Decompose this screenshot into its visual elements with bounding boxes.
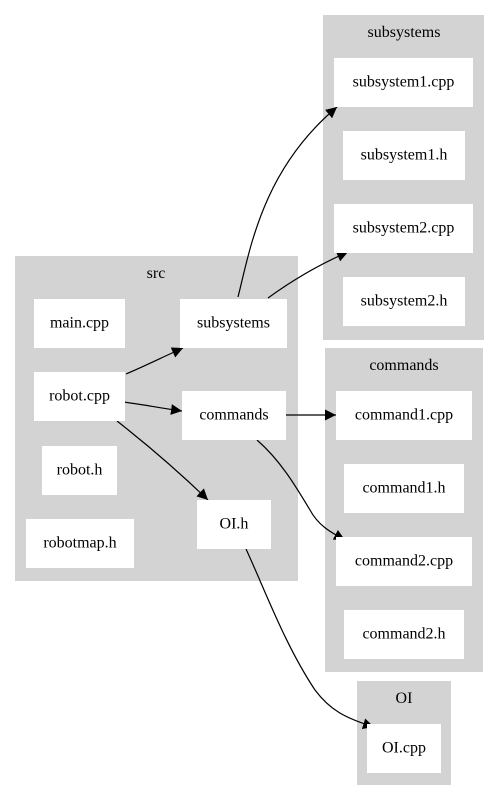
node-label: robot.cpp xyxy=(49,388,110,405)
node-subsystem2-h[interactable]: subsystem2.h xyxy=(343,277,465,326)
edge-oi-h-to-oi-cpp xyxy=(245,548,375,729)
edge-commands-to-command2-cpp xyxy=(256,439,346,541)
edges xyxy=(116,106,375,729)
node-label: subsystems xyxy=(197,315,270,332)
node-robot-h[interactable]: robot.h xyxy=(42,446,117,495)
node-command1-cpp[interactable]: command1.cpp xyxy=(336,391,472,440)
node-main-cpp[interactable]: main.cpp xyxy=(34,299,125,348)
node-commands[interactable]: commands xyxy=(182,391,286,440)
cluster-label-subsystems: subsystems xyxy=(368,24,441,41)
cluster-label-commands: commands xyxy=(369,357,438,374)
node-label: command2.h xyxy=(362,626,445,643)
node-label: main.cpp xyxy=(50,315,109,332)
node-label: subsystem1.h xyxy=(361,147,448,164)
node-label: command1.h xyxy=(362,480,445,497)
node-label: robot.h xyxy=(57,462,103,479)
edge-subsystems-to-subsystem1-cpp xyxy=(237,106,338,298)
node-label: command2.cpp xyxy=(355,553,453,570)
node-oi-h[interactable]: OI.h xyxy=(197,500,271,549)
node-robot-cpp[interactable]: robot.cpp xyxy=(34,372,125,421)
node-command1-h[interactable]: command1.h xyxy=(344,464,464,513)
edge-robot-cpp-to-oi-h xyxy=(116,420,209,501)
node-label: commands xyxy=(199,407,268,424)
edge-robot-cpp-to-subsystems xyxy=(125,347,184,375)
cluster-label-oi: OI xyxy=(396,690,413,707)
node-label: OI.h xyxy=(220,516,249,533)
node-label: robotmap.h xyxy=(43,535,116,552)
node-command2-h[interactable]: command2.h xyxy=(344,610,464,659)
node-subsystem2-cpp[interactable]: subsystem2.cpp xyxy=(334,204,473,253)
edge-robot-cpp-to-commands xyxy=(122,401,183,415)
node-oi-cpp[interactable]: OI.cpp xyxy=(367,724,441,773)
node-label: OI.cpp xyxy=(382,740,426,757)
edge-subsystems-to-subsystem2-cpp xyxy=(267,251,349,299)
node-command2-cpp[interactable]: command2.cpp xyxy=(336,537,472,586)
node-label: subsystem1.cpp xyxy=(353,74,455,91)
node-subsystem1-cpp[interactable]: subsystem1.cpp xyxy=(334,58,473,107)
cluster-label-src: src xyxy=(147,265,166,282)
node-subsystem1-h[interactable]: subsystem1.h xyxy=(343,131,465,180)
node-subsystems[interactable]: subsystems xyxy=(180,299,287,348)
node-label: subsystem2.cpp xyxy=(353,220,455,237)
node-robotmap-h[interactable]: robotmap.h xyxy=(26,519,134,568)
node-label: subsystem2.h xyxy=(361,293,448,310)
node-label: command1.cpp xyxy=(355,407,453,424)
